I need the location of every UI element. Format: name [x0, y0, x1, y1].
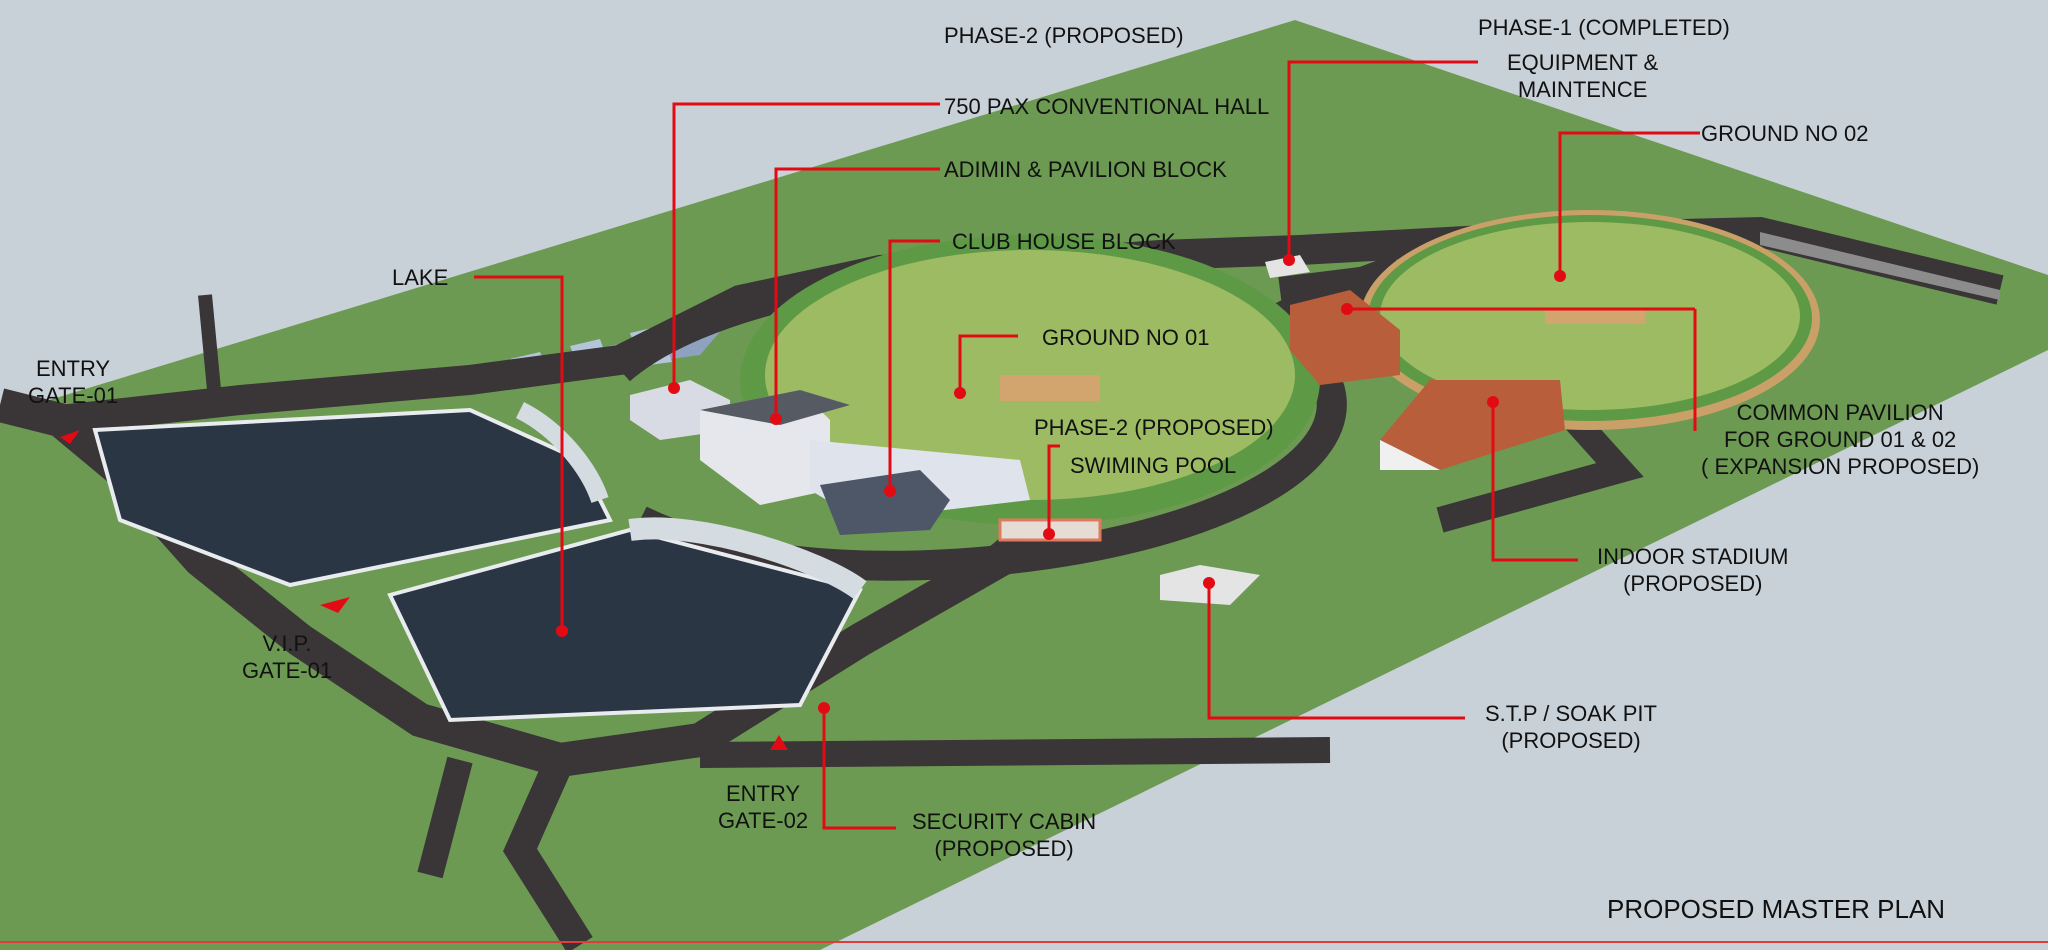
security-cabin-label: SECURITY CABIN (PROPOSED) — [912, 809, 1097, 861]
site-edge — [1760, 232, 2000, 300]
convention-hall-label: 750 PAX CONVENTIONAL HALL — [944, 94, 1270, 119]
phase-2-top-label: PHASE-2 (PROPOSED) — [944, 23, 1184, 48]
ground-01-label: GROUND NO 01 — [1042, 325, 1210, 350]
equipment-maintenance-label: EQUIPMENT & MAINTENCE — [1507, 50, 1659, 102]
swimming-pool-label: SWIMING POOL — [1070, 453, 1237, 478]
entry-gate-02-label: ENTRY GATE-02 — [718, 781, 809, 833]
bottom-border-line — [0, 941, 2048, 943]
indoor-stadium-label: INDOOR STADIUM (PROPOSED) — [1597, 544, 1789, 596]
club-house-label: CLUB HOUSE BLOCK — [952, 229, 1176, 254]
phase-2-pool-label: PHASE-2 (PROPOSED) — [1034, 415, 1274, 440]
common-pavilion-label: COMMON PAVILION FOR GROUND 01 & 02 ( EXP… — [1701, 400, 1980, 479]
stp-soak-pit-label: S.T.P / SOAK PIT (PROPOSED) — [1485, 701, 1657, 753]
leader-lines — [474, 60, 1700, 830]
ground-02 — [1360, 210, 1820, 430]
admin-pavilion-label: ADIMIN & PAVILION BLOCK — [944, 157, 1227, 182]
phase-1-label: PHASE-1 (COMPLETED) — [1478, 15, 1730, 40]
lake-water — [92, 401, 867, 723]
entry-gate-01-label: ENTRY GATE-01 — [28, 356, 119, 408]
master-plan-title: PROPOSED MASTER PLAN — [1607, 894, 1946, 924]
ground-02-label: GROUND NO 02 — [1701, 121, 1869, 146]
leader-dots — [556, 254, 1566, 714]
entry-gate-01-arrow — [60, 430, 80, 444]
vip-gate-01-arrow — [320, 597, 350, 613]
gate-arrows — [60, 430, 788, 750]
lake-label: LAKE — [392, 265, 449, 290]
entry-gate-02-arrow — [770, 735, 788, 750]
buildings — [630, 255, 1565, 605]
vip-gate-01-label: V.I.P. GATE-01 — [242, 631, 333, 683]
